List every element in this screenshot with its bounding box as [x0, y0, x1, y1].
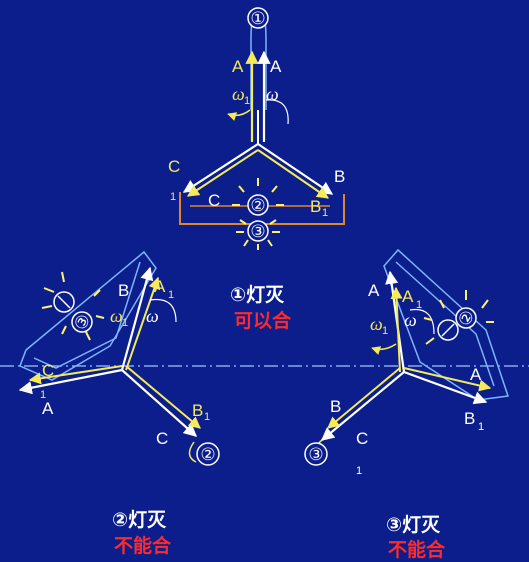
right-phasor-a1	[390, 286, 403, 373]
case3-title: ③灯灭	[386, 514, 441, 536]
lamp-3-glow	[236, 219, 280, 250]
left-label-c1: C	[42, 361, 54, 380]
right-rotation-omega	[409, 308, 435, 335]
top-label-b: B	[334, 167, 345, 186]
right-label-b1-sub: 1	[478, 421, 484, 433]
right-label-omega1: ω	[370, 314, 383, 334]
left-label-b: B	[118, 281, 129, 300]
left-label-c1-sub: 1	[40, 389, 46, 401]
right-label-b1: B	[464, 409, 475, 428]
top-rotation-omega1	[227, 109, 251, 121]
left-label-omega1-sub: 1	[122, 317, 128, 329]
case3-result: 不能合	[388, 539, 446, 561]
right-label-a-right: A	[470, 365, 482, 384]
lamp-3-bottom-label: ③	[308, 445, 323, 464]
left-label-omega1: ω	[110, 306, 123, 326]
top-label-c1: C	[168, 157, 180, 176]
top-phasor-c	[182, 143, 259, 193]
case1-title: ①灯灭	[230, 284, 285, 306]
top-label-c1-sub: 1	[170, 191, 176, 203]
top-label-a1: A	[232, 57, 244, 76]
right-lamp-lower-mark	[441, 323, 455, 337]
right-label-a: A	[368, 281, 380, 300]
left-lamp-lower-circle	[71, 311, 93, 333]
top-phasor-c1	[186, 149, 259, 197]
lamp-2-bottom-circle	[196, 442, 220, 466]
top-label-omega: ω	[266, 84, 279, 104]
lamp-1-circle	[247, 7, 269, 29]
top-rotation-omega	[265, 99, 289, 125]
right-phasor-b	[403, 370, 488, 405]
left-phasor-b	[121, 369, 197, 437]
lamp-3-bottom-circle	[304, 442, 328, 466]
left-label-a: A	[42, 399, 54, 418]
left-phasor-b1	[125, 365, 201, 429]
left-loop-inner	[33, 261, 141, 369]
lamp-1-label: ①	[250, 9, 265, 28]
top-label-b1: B	[310, 197, 321, 216]
right-label-a1-sub: 1	[416, 299, 422, 311]
top-phasor-group	[179, 7, 345, 225]
right-label-b: B	[330, 397, 341, 416]
left-label-a1: A	[154, 277, 166, 296]
right-loop-inner	[395, 261, 495, 387]
right-rotation-omega1	[371, 343, 397, 355]
left-label-b1: B	[192, 401, 203, 420]
lamp-2-top-label: ②	[250, 196, 265, 215]
left-lamp-arc	[188, 441, 197, 463]
right-label-omega: ω	[404, 310, 417, 330]
right-label-c: C	[356, 429, 368, 448]
top-label-b1-sub: 1	[322, 207, 328, 219]
lamp-3-top-label: ③	[250, 222, 265, 241]
left-phasor-a1	[125, 276, 161, 371]
right-phasor-group	[315, 248, 509, 463]
right-label-a1: A	[402, 287, 414, 306]
lamp-3-top-circle	[247, 220, 269, 242]
left-lamp-upper-mark	[57, 295, 71, 309]
right-loop	[383, 248, 509, 401]
top-label-c: C	[208, 191, 220, 210]
left-rotation-omega	[149, 298, 177, 323]
left-label-a1-sub: 1	[168, 289, 174, 301]
right-label-omega1-sub: 1	[382, 325, 388, 337]
left-loop	[19, 250, 157, 381]
left-label-c: C	[156, 429, 168, 448]
left-label-b1-sub: 1	[204, 411, 210, 423]
right-phasor-c1	[327, 367, 401, 429]
left-lamp-glow	[41, 271, 105, 341]
top-phasor-b	[257, 143, 334, 195]
top-phasor-b1	[257, 149, 329, 199]
top-label-omega1: ω	[232, 84, 245, 104]
right-lamp-upper-circle	[455, 307, 477, 329]
left-phasor-a	[120, 266, 154, 371]
case2-result: 不能合	[114, 535, 172, 557]
left-phasor-group	[18, 250, 201, 463]
right-label-sub1: 1	[356, 465, 362, 477]
lamp-2-top-circle	[247, 194, 269, 216]
left-phasor-c1	[28, 365, 123, 385]
case1-result: 可以合	[234, 310, 292, 332]
top-label-omega1-sub: 1	[244, 95, 250, 107]
top-label-a: A	[270, 57, 282, 76]
case2-title: ②灯灭	[112, 509, 167, 531]
lamp-2-glow	[232, 178, 284, 206]
left-phasor-c	[18, 368, 123, 395]
right-lamp-glow	[423, 290, 494, 345]
right-phasor-b1	[403, 367, 492, 392]
left-label-omega: ω	[146, 306, 159, 326]
lamp-2-bottom-label: ②	[200, 445, 215, 464]
left-lamp-lower-label: ③	[70, 311, 94, 334]
